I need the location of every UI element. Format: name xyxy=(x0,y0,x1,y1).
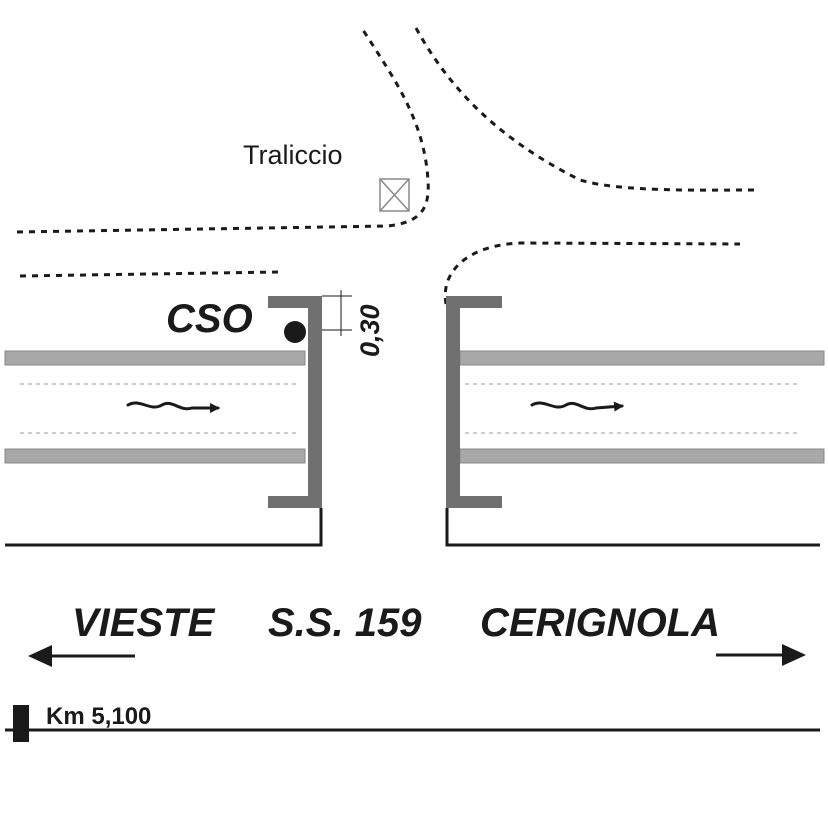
pipes xyxy=(4,350,825,464)
cso-label: CSO xyxy=(166,297,253,341)
pipe-lower-left xyxy=(4,448,306,464)
clearance-label: 0,30 xyxy=(355,304,385,357)
road-edge-upper-left-curve xyxy=(16,29,430,234)
road-edges-dotted xyxy=(16,27,757,305)
tower-label: Traliccio xyxy=(243,140,343,170)
road-edge-lower-right-curve xyxy=(443,241,741,305)
headwall-right xyxy=(446,296,502,508)
road-base xyxy=(5,508,820,547)
left-destination-label: VIESTE xyxy=(72,601,216,645)
cso-point-icon xyxy=(284,321,306,343)
road-name-label: S.S. 159 xyxy=(268,601,422,645)
channel-centerlines xyxy=(20,383,800,434)
km-post-icon xyxy=(13,705,29,742)
arrow-right-icon xyxy=(716,644,806,666)
pipe-upper-left xyxy=(4,350,306,366)
pipe-upper-right xyxy=(459,350,825,366)
direction-arrows xyxy=(28,644,806,667)
flow-arrows xyxy=(126,401,624,413)
pipe-lower-right xyxy=(459,448,825,464)
headwalls xyxy=(268,296,502,508)
wavy-arrow-icon xyxy=(530,401,624,412)
right-destination-label: CERIGNOLA xyxy=(480,601,720,645)
dimension-clearance xyxy=(322,290,352,336)
wavy-arrow-icon xyxy=(126,401,220,413)
road-edge-upper-right-curve xyxy=(414,27,757,192)
km-marker-label: Km 5,100 xyxy=(46,703,151,730)
headwall-left xyxy=(268,296,322,508)
arrow-left-icon xyxy=(28,645,135,667)
road-edge-lower-left xyxy=(19,270,281,278)
lattice-tower-icon xyxy=(379,178,410,212)
